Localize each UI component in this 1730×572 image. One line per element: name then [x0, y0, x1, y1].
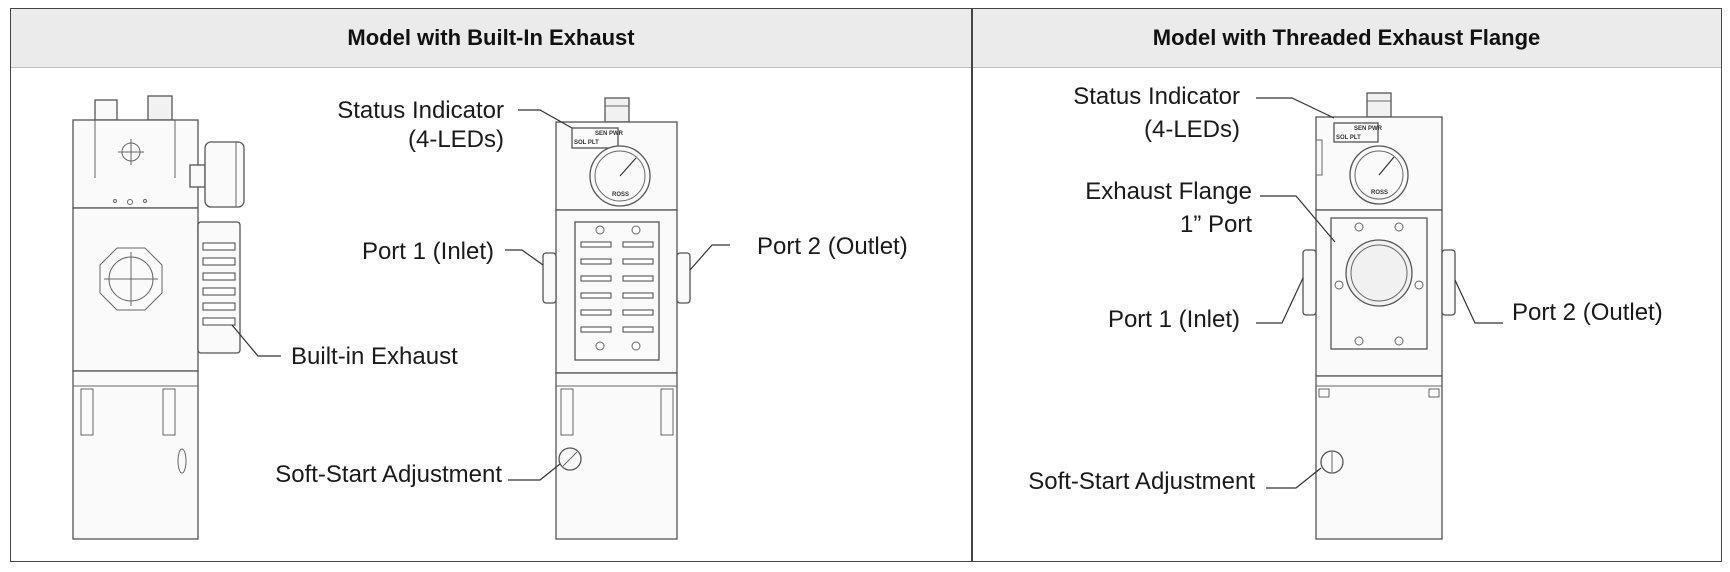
leader-port2-right: [1454, 279, 1503, 324]
flange-connector: [1366, 92, 1392, 118]
led-panel-left: [571, 127, 619, 149]
gauge-brand-right: ROSS: [1371, 190, 1388, 196]
leader-softstart-right: [1266, 467, 1322, 489]
label-status-indicator-left: Status Indicator: [337, 97, 504, 124]
side-view-valve: [72, 95, 245, 540]
label-exhaust-flange: Exhaust Flange: [1085, 178, 1252, 205]
front-connector: [604, 97, 630, 123]
label-soft-start-right: Soft-Start Adjustment: [1028, 468, 1255, 495]
flange-port-outlet: [1441, 249, 1456, 316]
right-panel-title: Model with Threaded Exhaust Flange: [972, 9, 1721, 68]
side-connector-right: [147, 95, 173, 121]
exhaust-flange-port: [1345, 239, 1413, 307]
front-port-inlet: [542, 252, 557, 304]
side-connector-left: [94, 99, 118, 121]
label-port1-right: Port 1 (Inlet): [1108, 306, 1240, 333]
label-port2-right: Port 2 (Outlet): [1512, 299, 1663, 326]
leader-status-left: [518, 109, 573, 129]
label-status-leds-left: (4-LEDs): [408, 126, 504, 153]
diagram-frame: Model with Built-In Exhaust Model with T…: [10, 8, 1722, 562]
leader-port1-right: [1256, 277, 1304, 324]
label-exhaust-flange-port: 1” Port: [1180, 211, 1252, 238]
led-label-bottom-right: SOL PLT: [1336, 135, 1361, 141]
left-panel-title: Model with Built-In Exhaust: [11, 9, 971, 68]
led-panel-right: [1333, 122, 1379, 143]
led-label-bottom: SOL PLT: [574, 140, 599, 146]
front-port-outlet: [676, 252, 691, 304]
label-port1-left: Port 1 (Inlet): [362, 238, 494, 265]
led-label-top-right: SEN PWR: [1354, 126, 1383, 132]
led-label-top: SEN PWR: [595, 131, 624, 137]
flange-port-inlet: [1302, 249, 1317, 316]
gauge-brand-left: ROSS: [612, 192, 629, 198]
front-view-valve-builtin: SEN PWR SOL PLT ROSS: [542, 97, 691, 540]
leader-softstart-left: [508, 463, 561, 481]
side-port-octagon: [99, 247, 163, 311]
front-view-valve-flange: SEN PWR SOL PLT ROSS: [1302, 92, 1456, 540]
label-status-indicator-right: Status Indicator: [1073, 83, 1240, 110]
leader-builtin-exhaust: [231, 324, 281, 357]
panel-divider: [971, 9, 973, 561]
leader-exhaust-flange: [1260, 195, 1336, 243]
side-bottom-body: [72, 370, 199, 540]
side-gauge-stem: [189, 164, 206, 188]
side-gauge: [204, 141, 245, 208]
leader-status-right: [1256, 97, 1335, 119]
side-middle-body: [72, 207, 199, 372]
leader-port2-left: [689, 244, 730, 271]
side-top-block: [72, 119, 199, 209]
label-soft-start-left: Soft-Start Adjustment: [275, 461, 502, 488]
label-port2-left: Port 2 (Outlet): [757, 233, 908, 260]
label-built-in-exhaust: Built-in Exhaust: [291, 343, 458, 370]
label-status-leds-right: (4-LEDs): [1144, 116, 1240, 143]
leader-port1-left: [505, 249, 544, 266]
